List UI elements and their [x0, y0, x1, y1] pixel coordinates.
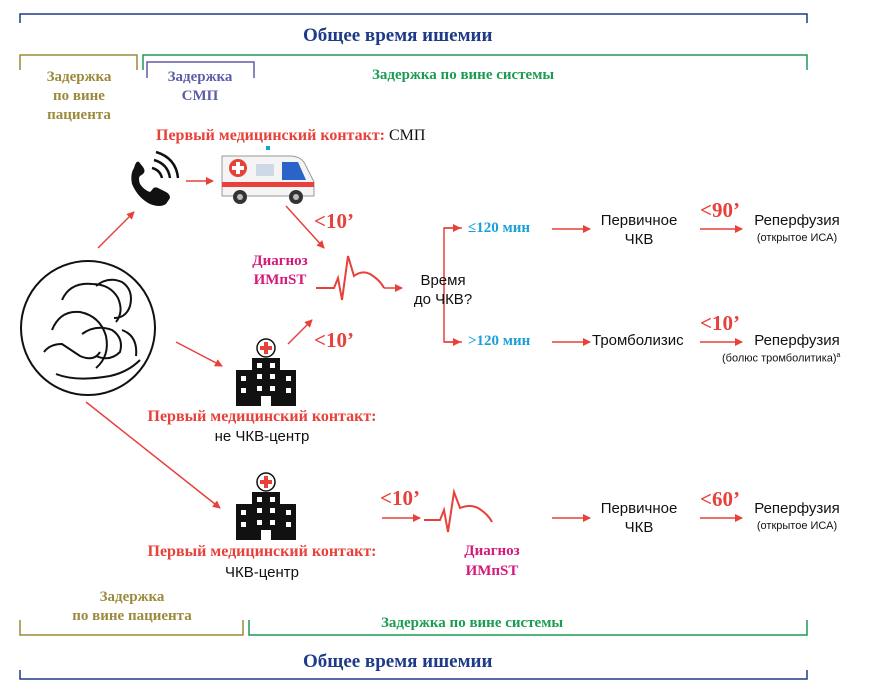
- arrow: [285, 205, 325, 249]
- arrow: [287, 319, 313, 345]
- patient-delay-top-line3: пациента: [47, 107, 111, 123]
- pci-treatment-line1: Первичное: [600, 500, 678, 517]
- ems-delay-bracket: [146, 61, 255, 78]
- pci-time-question-line1: Время: [420, 272, 466, 289]
- ems-diagnosis-line1: Диагноз: [252, 253, 308, 269]
- patient-chest-pain-icon: [20, 260, 156, 396]
- non-pci-fmc-value: не ЧКВ-центр: [214, 428, 310, 445]
- arrow: [175, 341, 223, 367]
- branch2-result-note-text: (болюс тромболитика): [722, 352, 837, 365]
- pci-result: Реперфузия: [754, 500, 840, 517]
- branch2-treatment: Тромболизис: [592, 332, 684, 349]
- pci-fmc-label: Первый медицинский контакт:: [147, 543, 377, 560]
- total-ischemia-bracket-top: [19, 13, 808, 23]
- arrow: [85, 401, 221, 509]
- pci-result-note: (открытое ИСА): [756, 520, 838, 532]
- total-ischemia-bracket-bottom: [19, 670, 808, 680]
- branch1-result-note: (открытое ИСА): [756, 232, 838, 244]
- pci-diagnosis-line2: ИМпST: [465, 563, 519, 579]
- patient-delay-bracket-top: [19, 54, 138, 70]
- ecg-icon: [316, 255, 385, 301]
- branch1-treatment-line2: ЧКВ: [624, 231, 654, 248]
- system-delay-top: Задержка по вине системы: [372, 67, 555, 83]
- total-ischemia-bottom: Общее время ишемии: [303, 651, 493, 672]
- patient-delay-top-line2: по вине: [53, 88, 105, 104]
- patient-delay-bottom-line1: Задержка: [99, 589, 165, 605]
- arrow: [97, 211, 135, 249]
- pci-treatment-line2: ЧКВ: [624, 519, 654, 536]
- branch1-treatment-line1: Первичное: [600, 212, 678, 229]
- pci-time-2: <60’: [700, 487, 740, 511]
- total-ischemia-top: Общее время ишемии: [303, 25, 493, 46]
- ems-fmc-value: СМП: [389, 127, 426, 144]
- patient-delay-bracket-bottom: [19, 620, 244, 636]
- branch2-result-note: (болюс тромболитика)а: [722, 352, 840, 365]
- ems-time-1: <10’: [314, 209, 354, 233]
- ecg-icon: [424, 488, 493, 533]
- hospital-icon: [236, 472, 296, 540]
- system-delay-bracket-top: [142, 54, 808, 70]
- ems-fmc-label: Первый медицинский контакт:: [156, 127, 385, 144]
- branch1-time: <90’: [700, 198, 740, 222]
- ems-delay-line1: Задержка: [167, 69, 233, 85]
- branch-le-120: ≤120 мин: [468, 220, 530, 236]
- patient-delay-top-line1: Задержка: [46, 69, 112, 85]
- branch2-time: <10’: [700, 311, 740, 335]
- branch1-result: Реперфузия: [754, 212, 840, 229]
- hospital-icon: [236, 338, 296, 406]
- pci-diagnosis-line1: Диагноз: [464, 543, 520, 559]
- pci-time-1: <10’: [380, 486, 420, 510]
- branch2-footnote: а: [836, 352, 841, 359]
- branch-gt-120: >120 мин: [468, 333, 531, 349]
- system-delay-bracket-bottom: [248, 620, 808, 636]
- ems-diagnosis-line2: ИМпST: [253, 272, 307, 288]
- pci-fmc-value: ЧКВ-центр: [225, 564, 299, 581]
- ambulance-icon: [221, 146, 315, 204]
- system-delay-bottom: Задержка по вине системы: [381, 615, 564, 631]
- ems-delay-line2: СМП: [181, 88, 219, 104]
- non-pci-fmc-label: Первый медицинский контакт:: [147, 408, 377, 425]
- branch2-result: Реперфузия: [754, 332, 840, 349]
- phone-icon: [131, 150, 180, 206]
- patient-delay-bottom-line2: по вине пациента: [72, 608, 192, 624]
- ems-fmc: Первый медицинский контакт: СМП: [156, 127, 425, 145]
- pci-time-question-line2: до ЧКВ?: [413, 291, 473, 308]
- ems-time-2: <10’: [314, 328, 354, 352]
